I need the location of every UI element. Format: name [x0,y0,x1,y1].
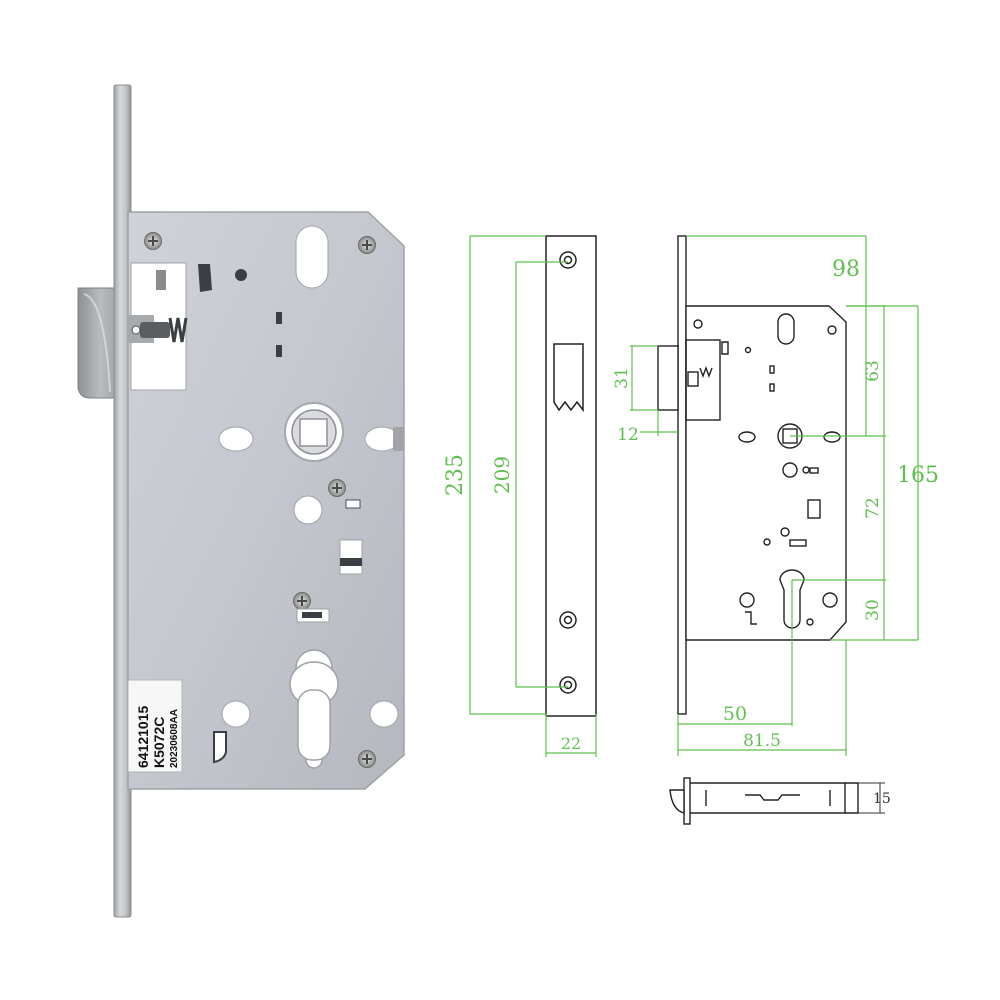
dim-backset: 50 [723,703,747,725]
dim-spindle-to-cylinder: 72 [863,497,883,519]
dim-bolt-thickness: 15 [873,791,891,807]
faceplate-drawing [545,235,597,717]
dim-case-depth: 98 [832,257,860,282]
lock-case [127,211,405,790]
screw-icon [143,231,163,251]
dim-total-depth: 81.5 [743,731,781,751]
dim-spindle-to-top: 63 [863,360,883,382]
screw-icon [357,749,377,769]
dim-faceplate-length: 235 [443,454,468,496]
product-label: 64121015 K5072C 20230608AA [127,679,183,773]
bolt-dimension [858,782,885,814]
dim-latch-projection: 12 [617,425,639,445]
dim-case-height: 165 [897,463,939,488]
side-view-dimensions [630,235,919,756]
latch-bolt [77,287,123,399]
screw-icon [357,235,377,255]
screw-icon [292,591,312,611]
screw-icon [327,478,347,498]
bolt-drawing [669,777,859,825]
faceplate-dimensions [469,235,597,757]
label-line-1: 64121015 [135,705,151,768]
label-line-2: K5072C [151,717,167,768]
latch-spring [131,317,188,343]
label-line-3: 20230608AA [169,709,180,768]
spindle-hub-icon [284,402,344,462]
side-view-drawing [657,235,847,715]
dim-cylinder-to-bottom: 30 [863,599,883,621]
dim-screw-spacing: 209 [490,456,514,494]
lock-photo: 64121015 K5072C 20230608AA [77,84,405,918]
upper-oval-slot [295,225,329,289]
dim-faceplate-width: 22 [561,734,581,753]
dim-latch-height: 31 [612,367,632,389]
